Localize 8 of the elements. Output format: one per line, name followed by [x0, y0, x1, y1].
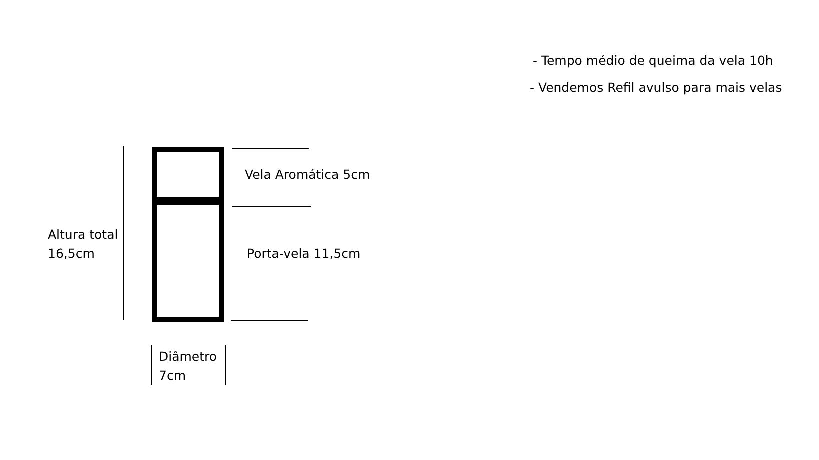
- note-text: - Tempo médio de queima da vela 10h: [533, 52, 774, 70]
- holder-box: [152, 200, 224, 322]
- dimension-label: Diâmetro 7cm: [159, 348, 218, 385]
- dimension-label: Altura total 16,5cm: [48, 226, 120, 263]
- note-text: - Vendemos Refil avulso para mais velas: [530, 79, 782, 97]
- candle-box: [152, 147, 224, 202]
- dimension-label: Porta-vela 11,5cm: [247, 245, 361, 263]
- dimension-label: Vela Aromática 5cm: [245, 166, 370, 184]
